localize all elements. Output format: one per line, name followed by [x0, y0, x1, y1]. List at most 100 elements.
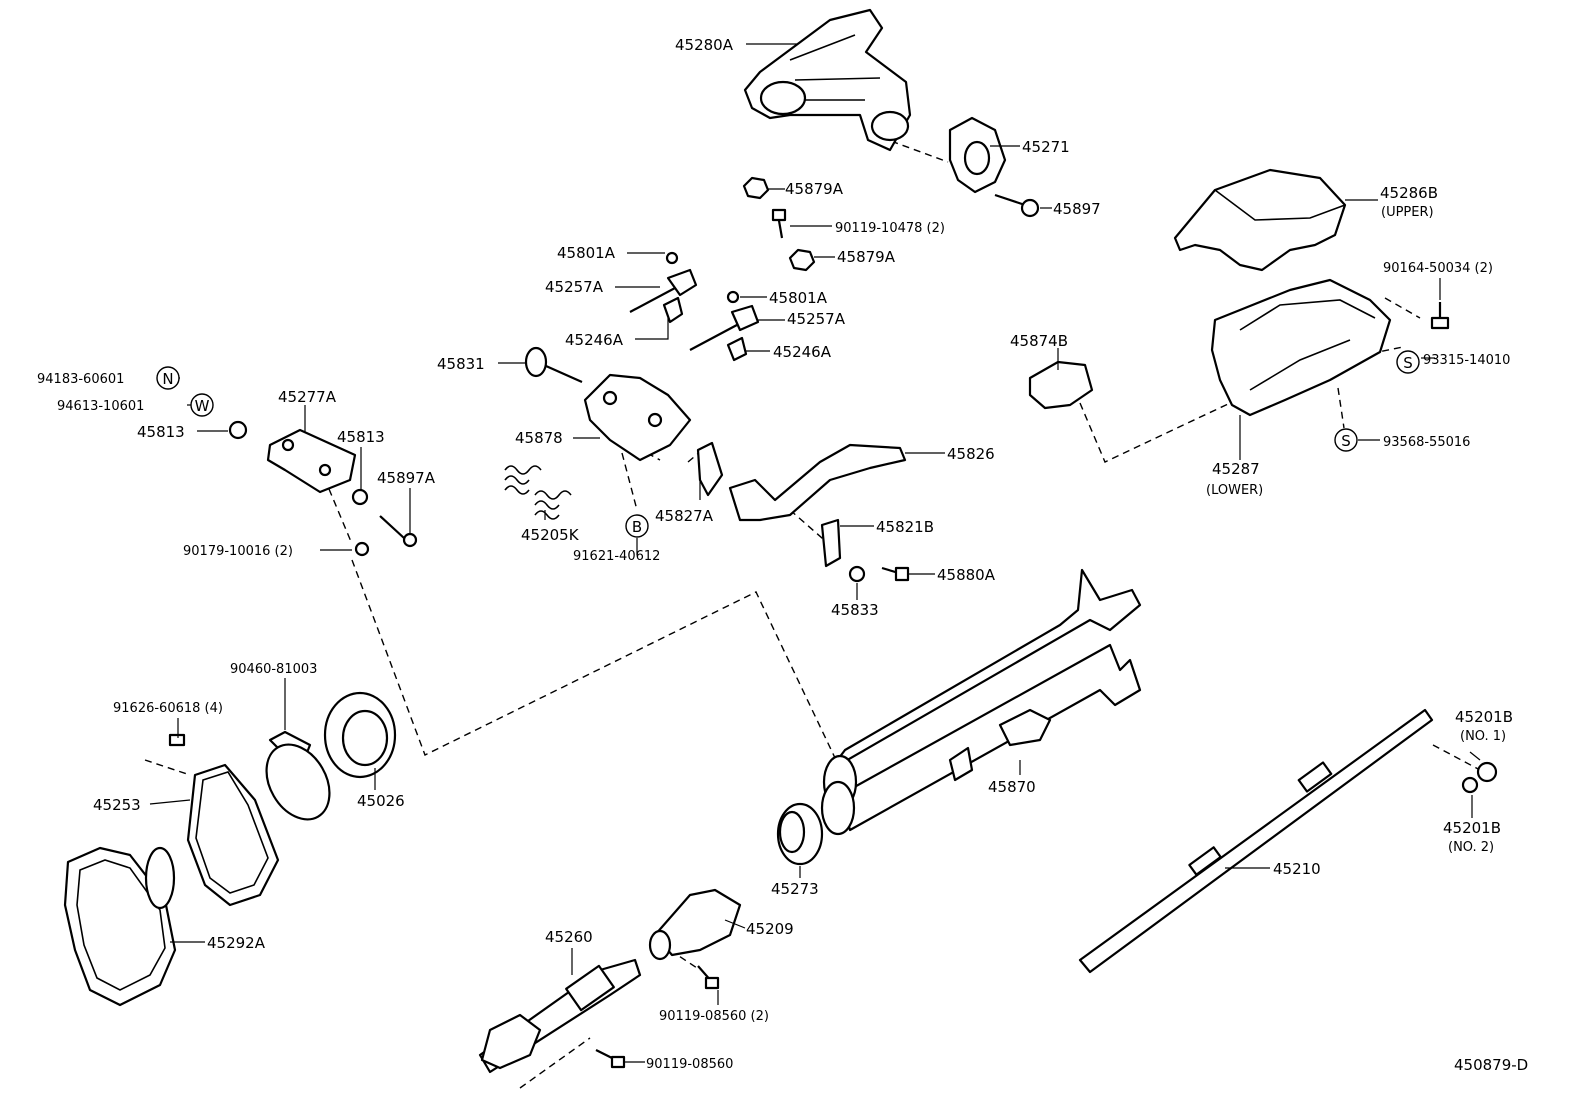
label-45826: 45826 [947, 445, 995, 463]
label-45201B-no2: (NO. 2) [1448, 840, 1494, 855]
marker-S-2-text: S [1341, 432, 1351, 450]
part-90119-10478-bolt [771, 208, 787, 239]
label-93315-14010: 93315-14010 [1423, 353, 1510, 368]
label-90119-08560: 90119-08560 [646, 1057, 733, 1072]
leader-lines [149, 43, 1481, 1063]
label-45292A: 45292A [207, 934, 266, 952]
label-45870: 45870 [988, 778, 1036, 796]
label-45260: 45260 [545, 928, 593, 946]
label-45253: 45253 [93, 796, 141, 814]
part-90179-10016-nut [354, 541, 370, 557]
label-91626-60618: 91626-60618 (4) [113, 701, 223, 716]
label-45833: 45833 [831, 601, 879, 619]
part-45801A-clip-1 [665, 251, 679, 265]
part-45257A-lever-2 [689, 304, 760, 351]
part-45292A-cover [63, 846, 177, 1007]
label-45801A-2: 45801A [769, 289, 828, 307]
marker-S-1-text: S [1403, 354, 1413, 372]
label-45205K: 45205K [521, 526, 580, 544]
label-45271: 45271 [1022, 138, 1070, 156]
part-labels: 45280A 45271 45879A 45897 90119-10478 (2… [37, 36, 1528, 1074]
marker-W: W [190, 393, 214, 417]
part-45280A-bracket [743, 8, 912, 152]
marker-B-text: B [632, 518, 642, 536]
label-45813-1: 45813 [137, 423, 185, 441]
label-45280A: 45280A [675, 36, 734, 54]
label-45286B: 45286B [1380, 184, 1438, 202]
part-90119-08560-bolt [595, 1049, 626, 1069]
part-45879A-nut-2 [788, 248, 816, 272]
part-45260-intermediate-shaft [478, 958, 642, 1074]
label-45287: 45287 [1212, 460, 1260, 478]
part-45826-tilt-lever [728, 443, 907, 522]
label-45821B: 45821B [876, 518, 934, 536]
label-45813-2: 45813 [337, 428, 385, 446]
label-45287-lower: (LOWER) [1206, 483, 1263, 498]
label-45879A-1: 45879A [785, 180, 844, 198]
part-45870-column-tube [820, 568, 1142, 836]
part-45271-clamp [948, 116, 1007, 194]
part-45801A-clip-2 [726, 290, 740, 304]
diagram-code: 450879-D [1454, 1056, 1528, 1074]
label-90179-10016: 90179-10016 (2) [183, 544, 293, 559]
part-45210-main-shaft [1078, 708, 1434, 974]
label-45880A: 45880A [937, 566, 996, 584]
part-45879A-nut-1 [742, 176, 770, 200]
marker-N-text: N [162, 370, 173, 388]
label-45257A-1: 45257A [545, 278, 604, 296]
part-45874B [1028, 360, 1094, 410]
part-90164-50034-screw [1430, 302, 1450, 330]
label-45277A: 45277A [278, 388, 337, 406]
part-91626-60618-screw [168, 733, 186, 747]
part-45246A-2 [726, 336, 748, 362]
label-45801A-1: 45801A [557, 244, 616, 262]
label-45286B-upper: (UPPER) [1381, 205, 1434, 220]
assembly-dashed-lines [144, 136, 1481, 1089]
label-90460-81003: 90460-81003 [230, 662, 317, 677]
label-45257A-2: 45257A [787, 310, 846, 328]
part-45253-gasket [186, 763, 280, 907]
label-45897A: 45897A [377, 469, 436, 487]
label-45201B-no1: (NO. 1) [1460, 729, 1506, 744]
label-45201B-1: 45201B [1455, 708, 1513, 726]
part-45831-bolt [524, 346, 583, 384]
label-45246A-2: 45246A [773, 343, 832, 361]
part-45880A-bolt [881, 566, 910, 582]
label-45879A-2: 45879A [837, 248, 896, 266]
label-94183-60601: 94183-60601 [37, 372, 124, 387]
part-45833-nut [848, 565, 866, 583]
marker-N: N [156, 366, 180, 390]
part-45209-universal-joint [648, 888, 742, 961]
part-45813-nut-2 [351, 488, 369, 506]
part-90119-08560-bolt-2 [697, 965, 720, 990]
marker-B: B [625, 514, 649, 538]
part-clamp-ring [265, 743, 331, 821]
part-45277A-bracket [266, 428, 357, 494]
label-45874B: 45874B [1010, 332, 1068, 350]
part-45821B [820, 518, 842, 568]
label-90164-50034: 90164-50034 (2) [1383, 261, 1493, 276]
marker-S-2: S [1334, 428, 1358, 452]
label-45201B-2: 45201B [1443, 819, 1501, 837]
label-45827A: 45827A [655, 507, 714, 525]
marker-W-text: W [195, 397, 210, 415]
label-45026: 45026 [357, 792, 405, 810]
part-45026-boot [323, 691, 397, 779]
label-90119-08560-2: 90119-08560 (2) [659, 1009, 769, 1024]
marker-S-1: S [1396, 350, 1420, 374]
part-45205K-springs [504, 465, 572, 520]
part-45286B-upper-cover [1173, 168, 1347, 272]
part-45246A-1 [662, 296, 684, 324]
label-91621-40612: 91621-40612 [573, 549, 660, 564]
part-45813-nut-1 [228, 420, 248, 440]
label-45246A-1: 45246A [565, 331, 624, 349]
label-45273: 45273 [771, 880, 819, 898]
part-45201B-no1 [1476, 761, 1498, 783]
part-45257A-lever-1 [629, 268, 698, 313]
label-45897: 45897 [1053, 200, 1101, 218]
part-45897-bolt [994, 193, 1040, 218]
label-93568-55016: 93568-55016 [1383, 435, 1470, 450]
label-94613-10601: 94613-10601 [57, 399, 144, 414]
part-45287-lower-cover [1210, 278, 1392, 417]
